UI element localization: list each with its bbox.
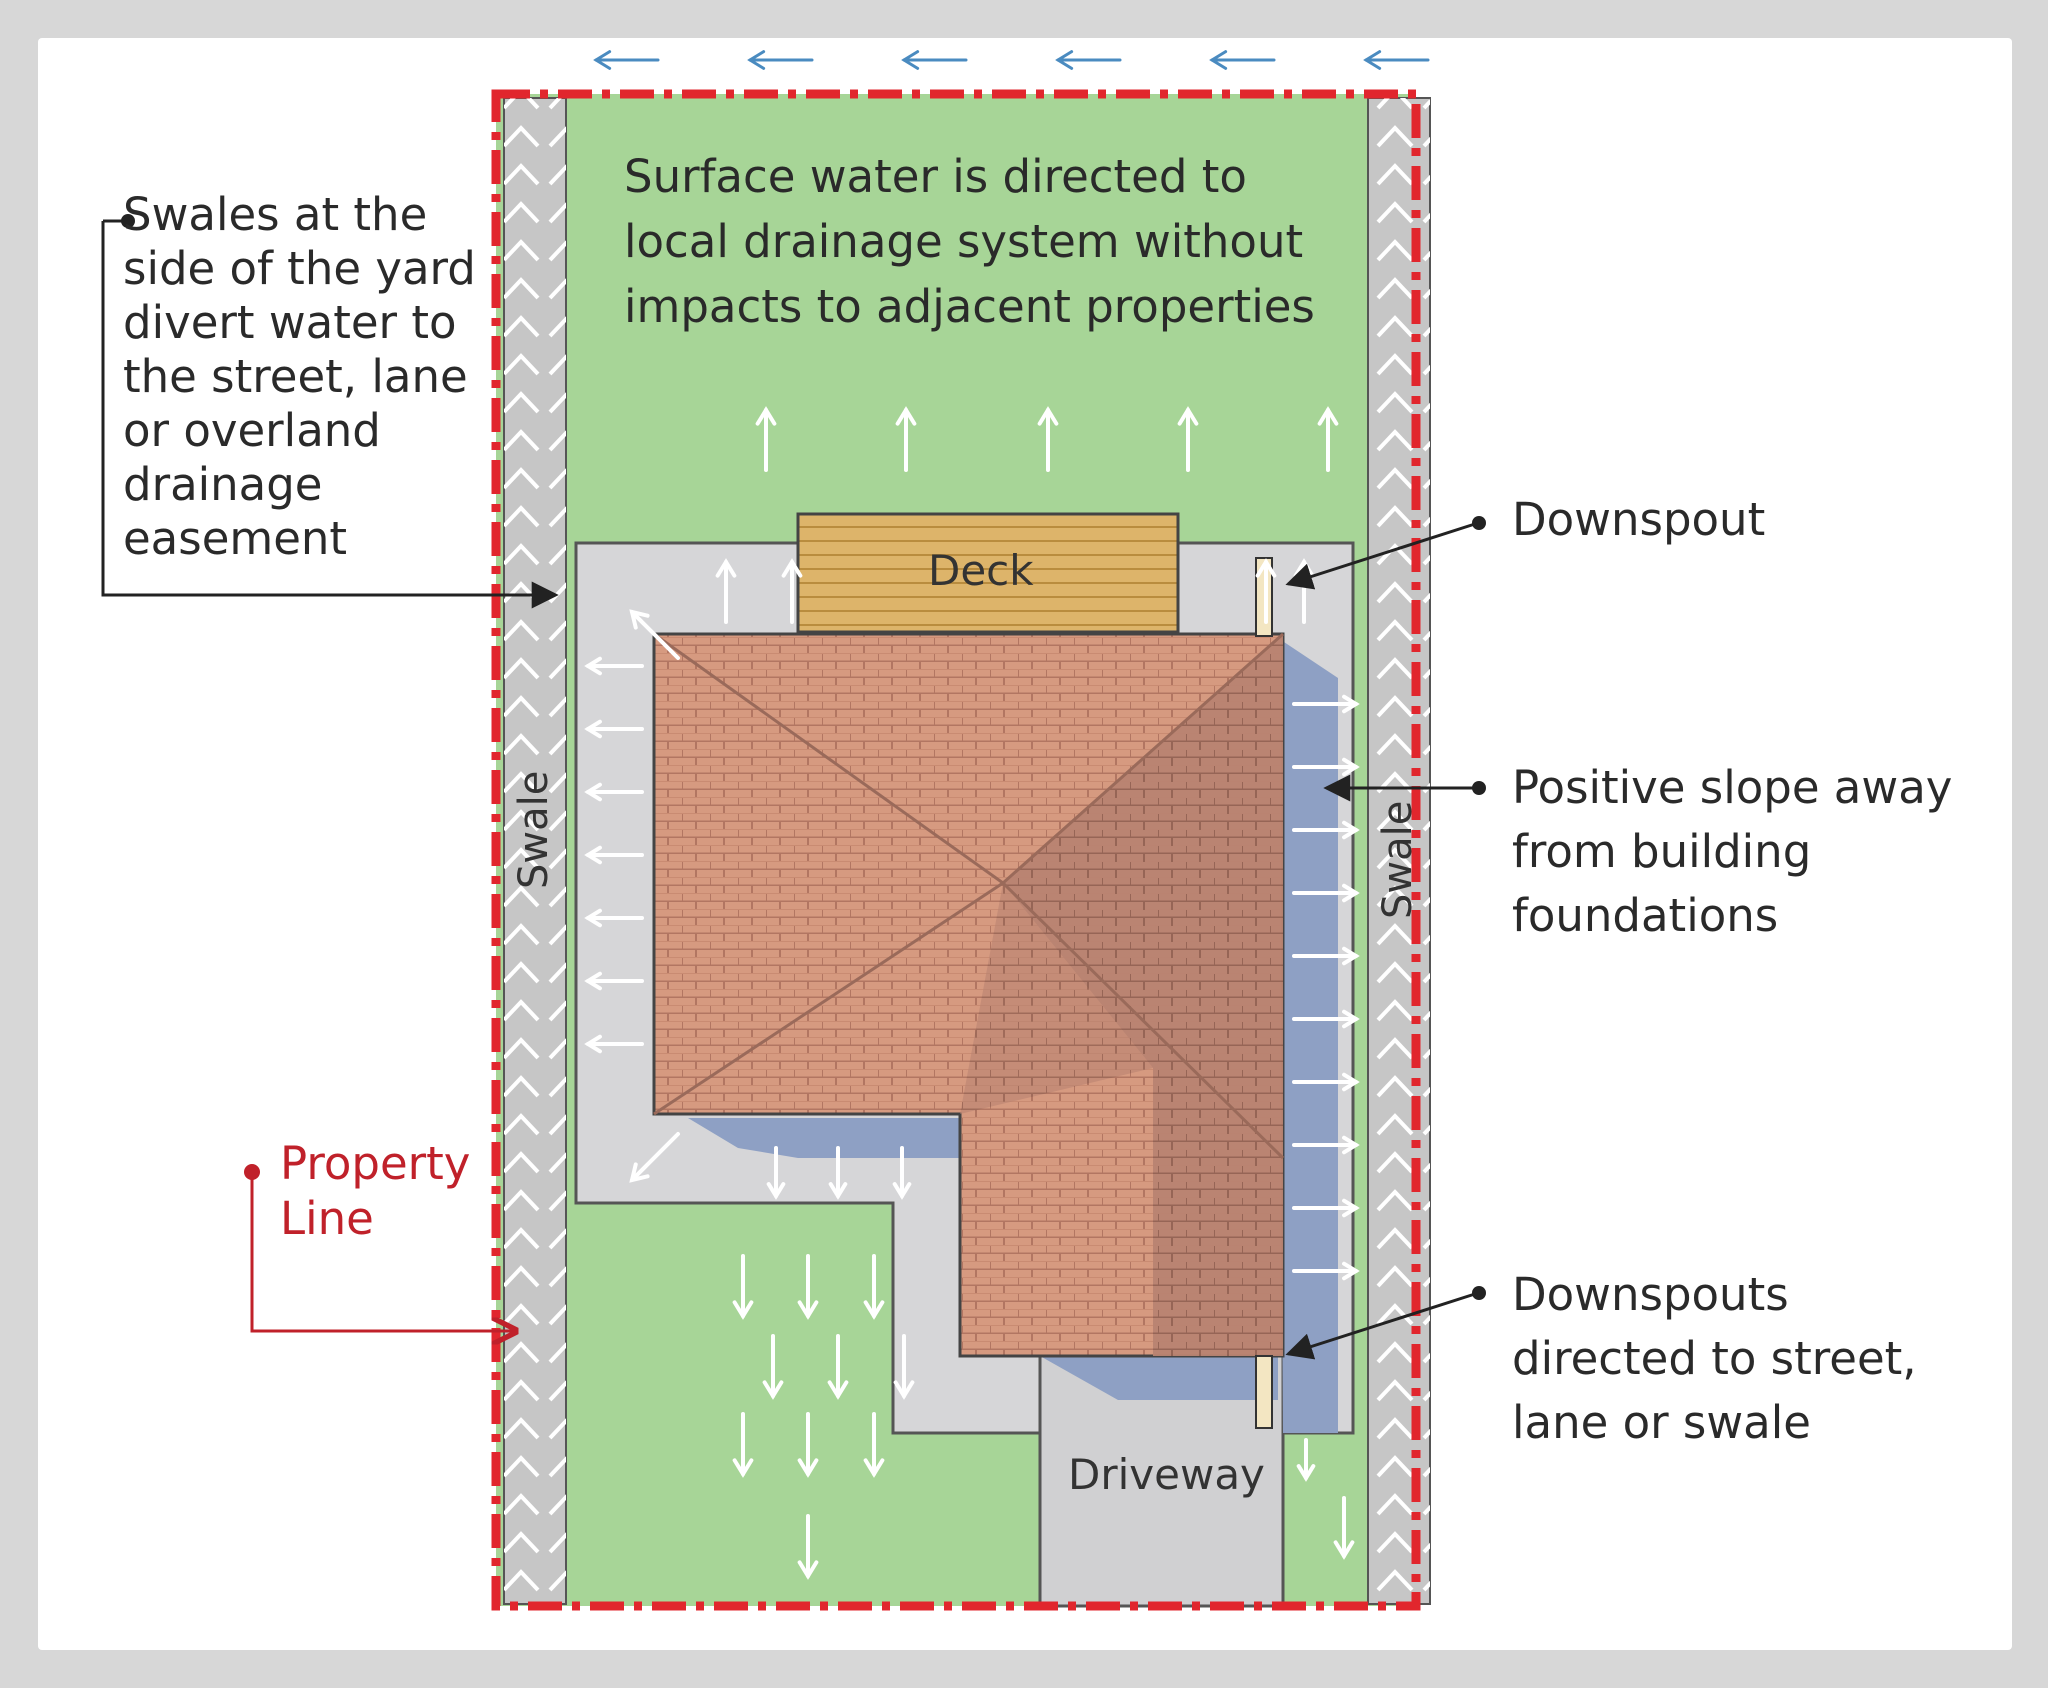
right-arrow [1292,1198,1360,1218]
right-arrow [1292,1261,1360,1281]
down-arrow [863,1412,885,1478]
down-arrow [892,1146,912,1200]
swale-label-left: Swale [511,770,557,889]
up-arrow [715,558,737,624]
up-arrow [1037,406,1059,472]
left-arrow [901,50,968,70]
drainage-diagram [101,50,1486,1611]
down-arrow [1333,1496,1355,1560]
right-arrow [1292,1135,1360,1155]
left-arrow [584,719,644,739]
left-arrow [584,782,644,802]
right-arrow [1292,946,1360,966]
deck-label: Deck [928,546,1034,595]
swale-label-right: Swale [1375,800,1421,919]
right-arrow [1292,1072,1360,1092]
house-shadow-south [688,1118,998,1158]
right-arrow [1292,820,1360,840]
water-flow-arrows [584,406,1360,1580]
surface-water-label: Surface water is directed to local drain… [624,150,1315,333]
downspouts-directed-leader [1285,1291,1479,1360]
down-arrow [797,1514,819,1580]
property-line-leader [250,1172,516,1331]
down-arrow [893,1334,915,1400]
diagram-frame: Surface water is directed to local drain… [38,38,2012,1650]
up-arrow [755,406,777,472]
right-arrow [1292,757,1360,777]
swales-note-label: Swales at the side of the yard divert wa… [123,188,476,565]
right-arrow [1292,694,1360,714]
left-arrow [593,50,660,70]
left-arrow [584,1034,644,1054]
downspout-bottom [1255,1355,1273,1429]
right-arrow [1292,1009,1360,1029]
down-arrow [732,1254,754,1320]
down-arrow [766,1146,786,1200]
up-arrow [781,558,803,624]
down-arrow [828,1146,848,1200]
downspout-label: Downspout [1512,493,1766,546]
property-line [491,89,1421,1611]
downspout-leader [1285,521,1479,590]
down-arrow [1296,1438,1316,1482]
down-arrow [863,1254,885,1320]
down-arrow [797,1412,819,1478]
driveway-label: Driveway [1068,1450,1265,1499]
street-flow-arrows [593,50,1430,70]
left-arrow [1055,50,1122,70]
up-arrow [1255,558,1277,624]
down-arrow [797,1254,819,1320]
down-arrow [732,1412,754,1478]
down-arrow [762,1334,784,1400]
up-arrow [895,406,917,472]
roof-hip-shade [1003,634,1283,1356]
left-arrow [1363,50,1430,70]
left-arrow [1209,50,1276,70]
deck [796,512,1180,634]
right-arrow [1292,883,1360,903]
left-arrow [584,845,644,865]
house-shadow-east [1278,638,1338,1433]
up-arrow [1177,406,1199,472]
downspouts-directed-label: Downspouts directed to street, lane or s… [1512,1268,1917,1449]
property-line-label: Property Line [280,1137,471,1245]
up-arrow [1317,406,1339,472]
house-shadow-driveway [1040,1356,1278,1400]
left-arrow [584,656,644,676]
diagonal-arrow [629,1132,680,1183]
diagonal-arrow [629,609,680,660]
left-arrow [584,971,644,991]
left-arrow [747,50,814,70]
down-arrow [827,1334,849,1400]
left-arrow [584,908,644,928]
positive-slope-label: Positive slope away from building founda… [1512,761,1953,942]
swales-leader [101,221,559,609]
